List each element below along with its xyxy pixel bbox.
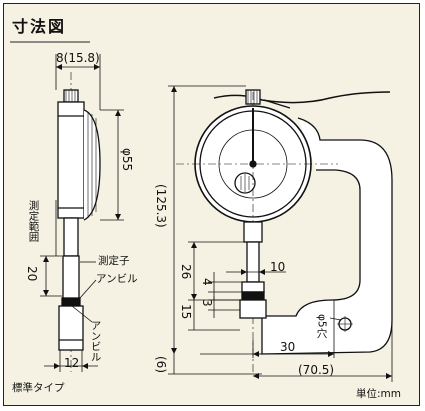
measuring-range-label: 測定範囲: [27, 200, 40, 242]
front-view: [168, 85, 393, 382]
anvil-bottom-label: アンビル: [89, 320, 102, 362]
diagram-title: 寸法図: [12, 17, 67, 36]
dim-gap-3: 3: [200, 299, 214, 307]
dim-dial-diameter: φ55: [120, 148, 134, 172]
dim-base-15: 15: [179, 304, 193, 320]
dim-width: 8(15.8): [56, 51, 100, 65]
dim-throat-30: 30: [280, 340, 296, 354]
dim-length-70-5: (70.5): [298, 363, 335, 377]
dim-range-20: 20: [25, 266, 39, 282]
dim-gap-4: 4: [200, 278, 214, 286]
unit-label: 単位:mm: [356, 388, 401, 400]
dim-depth-26: 26: [179, 264, 193, 280]
side-view: [40, 54, 124, 372]
hole-label: φ5穴: [315, 314, 328, 339]
dim-height-total: (125.3): [154, 184, 168, 228]
standard-type-label: 標準タイプ: [12, 382, 65, 394]
dim-throat-10: 10: [270, 260, 286, 274]
contact-point-label: 測定子: [98, 255, 130, 267]
dim-bottom-6: (6): [154, 356, 168, 373]
anvil-side-label: アンビル: [96, 273, 138, 285]
dim-spindle-12: 12: [64, 356, 80, 370]
